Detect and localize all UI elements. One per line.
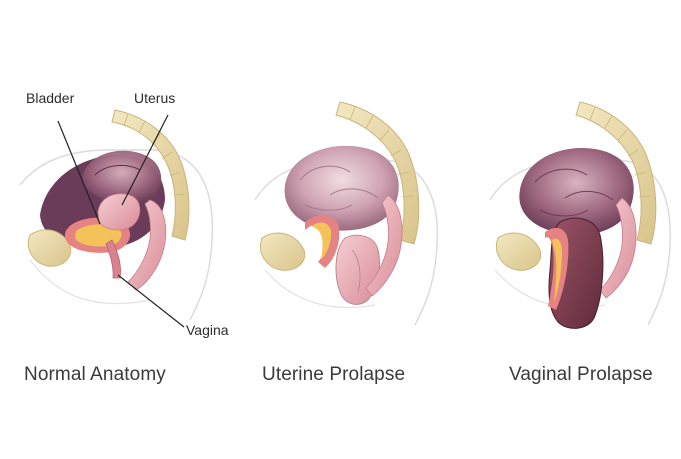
- bladder-icon: [305, 215, 340, 268]
- thigh-outline: [264, 269, 376, 309]
- panel-normal-anatomy: [19, 109, 214, 328]
- body-outline: [19, 149, 214, 321]
- label-uterus: Uterus: [134, 90, 176, 106]
- caption-normal-anatomy: Normal Anatomy: [24, 364, 166, 385]
- label-bladder: Bladder: [26, 90, 75, 106]
- body-outline: [489, 159, 671, 326]
- intestine-icon: [82, 150, 162, 205]
- sacrum-bone-icon: [575, 101, 657, 245]
- caption-vaginal-prolapse: Vaginal Prolapse: [509, 364, 653, 385]
- label-vagina: Vagina: [186, 322, 229, 338]
- pubic-bone-icon: [27, 229, 72, 267]
- body-outline: [254, 159, 439, 326]
- vagina-canal: [105, 239, 121, 279]
- uterus-icon: [97, 193, 141, 231]
- panel-uterine-prolapse: [254, 101, 439, 326]
- pubic-bone-icon: [260, 232, 306, 271]
- rectum-icon: [365, 194, 403, 297]
- label-leader-lines: [57, 114, 185, 328]
- caption-uterine-prolapse: Uterine Prolapse: [262, 364, 406, 385]
- intestine-icon: [284, 145, 399, 231]
- sacrum-bone-icon: [335, 101, 420, 245]
- rectum-icon: [599, 197, 637, 299]
- pubic-bone-icon: [496, 232, 542, 271]
- panel-vaginal-prolapse: [489, 101, 671, 329]
- sacrum-bone-icon: [111, 109, 190, 241]
- thigh-outline: [29, 259, 151, 305]
